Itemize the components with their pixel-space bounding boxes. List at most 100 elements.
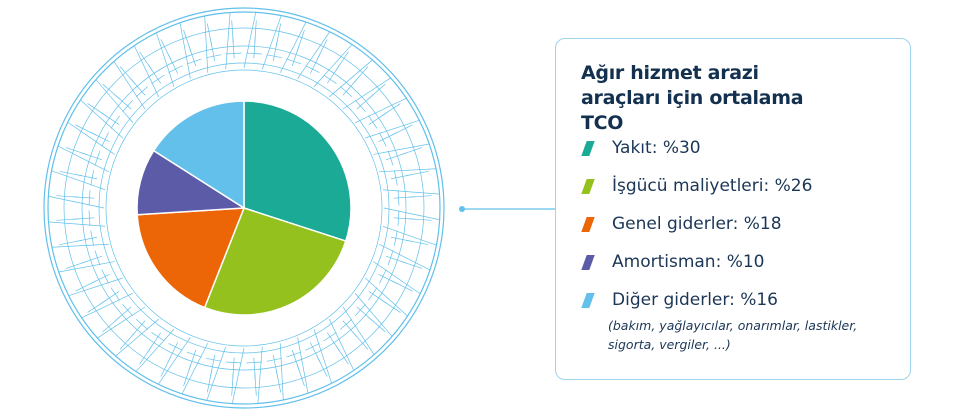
tire-tread: [261, 15, 282, 70]
legend-label: Yakıt: %30: [612, 138, 701, 158]
tire-tread: [56, 195, 80, 198]
tire-tread: [408, 218, 432, 221]
tire-tread: [186, 58, 202, 65]
legend-item: Amortisman: %10: [580, 252, 765, 272]
tire-tread: [380, 103, 401, 117]
legend-item: Yakıt: %30: [580, 138, 701, 158]
pie-slice-2: [203, 207, 347, 316]
tire-ring-illustration: [43, 7, 445, 409]
tire-tread: [393, 170, 398, 186]
tire-tread: [400, 260, 423, 269]
tire-tread: [391, 280, 413, 292]
tire-tread: [119, 66, 136, 85]
tire-tread: [328, 318, 355, 371]
tire-tread: [266, 54, 282, 59]
tire-tread: [57, 145, 109, 173]
pie-slice-1: [243, 100, 352, 243]
legend-item: Genel giderler: %18: [580, 214, 782, 234]
tire-tread: [81, 292, 134, 319]
tire-tread: [160, 39, 172, 61]
tire-tread: [135, 319, 148, 330]
tire-tread: [87, 299, 108, 313]
legend-item: İşgücü maliyetleri: %26: [580, 176, 812, 196]
tire-tread: [226, 52, 242, 55]
tire-tread: [342, 77, 391, 110]
legend-swatch: [581, 254, 595, 270]
tire-ring: [43, 7, 445, 409]
tire-tread: [373, 143, 430, 155]
tire-tread: [313, 44, 353, 87]
tire-tread: [342, 306, 375, 355]
tire-tread: [101, 132, 109, 147]
tire-ring: [47, 11, 441, 405]
tire-tread: [206, 369, 213, 393]
tire-tread: [365, 277, 408, 317]
tire-ring: [81, 45, 407, 371]
tire-tread: [275, 23, 282, 47]
legend-note: (bakım, yağlayıcılar, onarımlar, lastikl…: [608, 318, 858, 352]
tire-tread: [387, 150, 394, 166]
tire-tread: [266, 357, 282, 362]
tire-tread: [75, 280, 97, 292]
tire-tread: [243, 12, 257, 69]
tire-tread: [373, 261, 421, 295]
tire-tread: [90, 170, 95, 186]
legend-item: Diğer giderler: %16: [580, 290, 778, 310]
tire-tread: [387, 250, 394, 266]
tire-tread: [110, 115, 120, 129]
tire-tread: [110, 287, 120, 301]
tire-tread: [206, 54, 222, 59]
tire-tread: [297, 31, 331, 79]
legend-swatch: [581, 216, 595, 232]
tire-tread: [340, 86, 353, 97]
tire-tread: [397, 190, 400, 206]
tire-tread: [400, 147, 423, 156]
tire-tread: [115, 318, 160, 357]
tire-tread: [254, 372, 257, 396]
tire-ring: [105, 69, 383, 347]
tire-tread: [379, 243, 431, 271]
tire-tread: [65, 260, 88, 269]
tire-tread: [151, 74, 165, 84]
tire-tread: [122, 99, 133, 112]
tire-tread: [183, 29, 192, 52]
tire-tread: [246, 361, 262, 364]
tire-tread: [48, 221, 106, 227]
tire-tread: [379, 269, 387, 284]
tire-tread: [368, 115, 378, 129]
tire-tread: [88, 210, 91, 226]
tire-tread: [286, 58, 302, 65]
tire-tread: [65, 147, 88, 156]
tire-tread: [139, 344, 153, 365]
tire-tread: [296, 364, 305, 387]
pie-slice-3: [136, 207, 246, 309]
tire-tread: [157, 337, 191, 385]
tire-tread: [257, 346, 263, 404]
tire-tread: [323, 74, 337, 84]
tire-tread: [68, 277, 123, 296]
legend-swatch: [581, 292, 595, 308]
tire-ring: [98, 62, 390, 354]
tire-tread: [382, 225, 437, 246]
tire-tread: [94, 250, 101, 266]
tire-tread: [367, 83, 386, 100]
tire-tread: [367, 316, 386, 333]
legend-label: Genel giderler: %18: [612, 214, 782, 234]
tire-tread: [97, 306, 146, 339]
chart-title: Ağır hizmet arazi araçları için ortalama…: [581, 62, 804, 134]
tire-ring: [63, 27, 425, 389]
tire-tread: [379, 168, 437, 173]
tire-tread: [204, 15, 209, 73]
tire-tread: [88, 190, 91, 206]
tire-tread: [380, 299, 401, 313]
tire-tread: [102, 316, 121, 333]
tire-tread: [391, 124, 413, 136]
tire-tread: [225, 12, 231, 70]
legend-label: Amortisman: %10: [612, 252, 765, 272]
tire-tread: [139, 51, 153, 72]
tire-tread: [397, 210, 400, 226]
legend-swatch: [581, 178, 595, 194]
tire-tread: [316, 39, 328, 61]
tire-tread: [352, 66, 369, 85]
legend-label: Diğer giderler: %16: [612, 290, 778, 310]
